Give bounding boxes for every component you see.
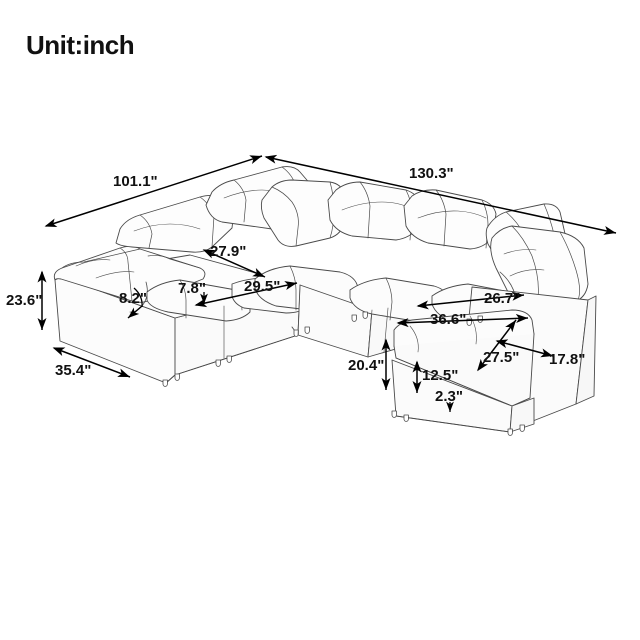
dimension-overall-right-length: 130.3" (264, 154, 617, 235)
dimension-label-7-8: 7.8" (178, 280, 206, 297)
dimension-corner-seat-depth: 27.9" (202, 243, 266, 278)
dimension-corner-seat-width: 29.5" (194, 278, 298, 308)
dimension-overall-depth: 35.4" (52, 347, 131, 379)
dimension-label-17-8: 17.8" (549, 351, 585, 368)
right-back-cushions (327, 181, 497, 250)
dimension-label-26-7: 26.7" (484, 290, 520, 307)
dimension-chaise-seat-width: 26.7" (416, 290, 525, 310)
dimension-label-8-2: 8.2" (119, 290, 147, 307)
dimension-label-27-5: 27.5" (483, 349, 519, 366)
right-armrest (490, 225, 589, 319)
dimension-label-101: 101.1" (113, 173, 158, 190)
ottoman-module (391, 309, 535, 433)
dimension-seat-height: 12.5" (412, 360, 458, 393)
dimension-label-29-5: 29.5" (244, 278, 280, 295)
dimension-label-130: 130.3" (409, 165, 454, 182)
dimension-overall-left-length: 101.1" (44, 155, 263, 228)
dimension-ottoman-length: 36.6" (396, 311, 529, 328)
dimension-label-20-4: 20.4" (348, 357, 384, 374)
dimension-label-12-5: 12.5" (422, 367, 458, 384)
unit-label: Unit:inch (26, 30, 135, 60)
dimension-label-35-4: 35.4" (55, 362, 91, 379)
dimension-label-2-3: 2.3" (435, 388, 463, 405)
dimension-seat-to-back-height: 20.4" (348, 338, 391, 390)
dimension-arm-height: 17.8" (495, 339, 585, 368)
dimension-armrest-width: 8.2" (119, 287, 147, 319)
dimension-leg-height: 2.3" (435, 388, 463, 412)
dimension-label-36-6: 36.6" (430, 311, 466, 328)
dimension-label-23-6: 23.6" (6, 292, 42, 309)
dimension-label-27-9: 27.9" (210, 243, 246, 260)
dimension-overall-height: 23.6" (6, 270, 47, 330)
